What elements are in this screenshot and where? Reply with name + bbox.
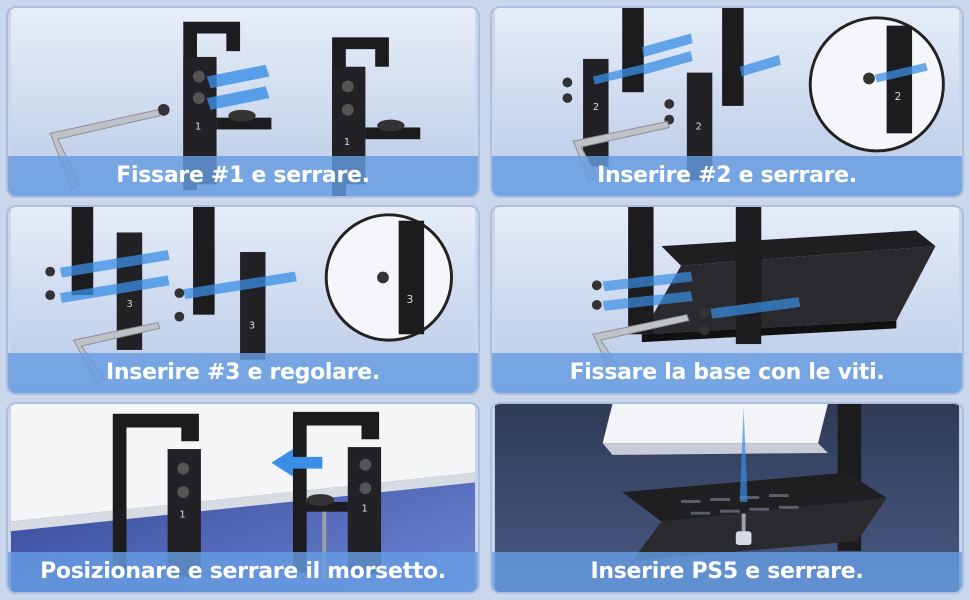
step-3-caption: Inserire #3 e regolare. bbox=[8, 353, 478, 393]
step-1-caption: Fissare #1 e serrare. bbox=[8, 156, 478, 196]
step-5-caption: Posizionare e serrare il morsetto. bbox=[8, 552, 478, 592]
bracket-number: 3 bbox=[406, 293, 413, 306]
bracket-number: 2 bbox=[696, 121, 702, 132]
bracket-number: 1 bbox=[179, 510, 185, 521]
bracket-number: 2 bbox=[593, 102, 599, 113]
bracket-number: 3 bbox=[249, 320, 255, 331]
step-6-panel: Inserire PS5 e serrare. bbox=[490, 402, 964, 594]
step-1-panel: 1 1 Fissare #1 e serrare. bbox=[6, 6, 480, 198]
step-4-panel: Fissare la base con le viti. bbox=[490, 205, 964, 395]
step-6-caption: Inserire PS5 e serrare. bbox=[492, 552, 962, 592]
step-2-caption: Inserire #2 e serrare. bbox=[492, 156, 962, 196]
bracket-number: 1 bbox=[195, 121, 201, 132]
step-2-panel: 2 2 2 Inserire #2 e serrare. bbox=[490, 6, 964, 198]
bracket-number: 1 bbox=[344, 137, 350, 148]
bracket-number: 1 bbox=[361, 504, 367, 515]
step-4-caption: Fissare la base con le viti. bbox=[492, 353, 962, 393]
bracket-number: 3 bbox=[127, 299, 133, 310]
arrow-left-icon bbox=[271, 449, 323, 477]
bracket-number: 2 bbox=[894, 90, 901, 103]
step-5-panel: 1 1 Posizionare e serrare il morsetto. bbox=[6, 402, 480, 594]
step-3-panel: 3 3 3 Inserire #3 e regolare. bbox=[6, 205, 480, 395]
